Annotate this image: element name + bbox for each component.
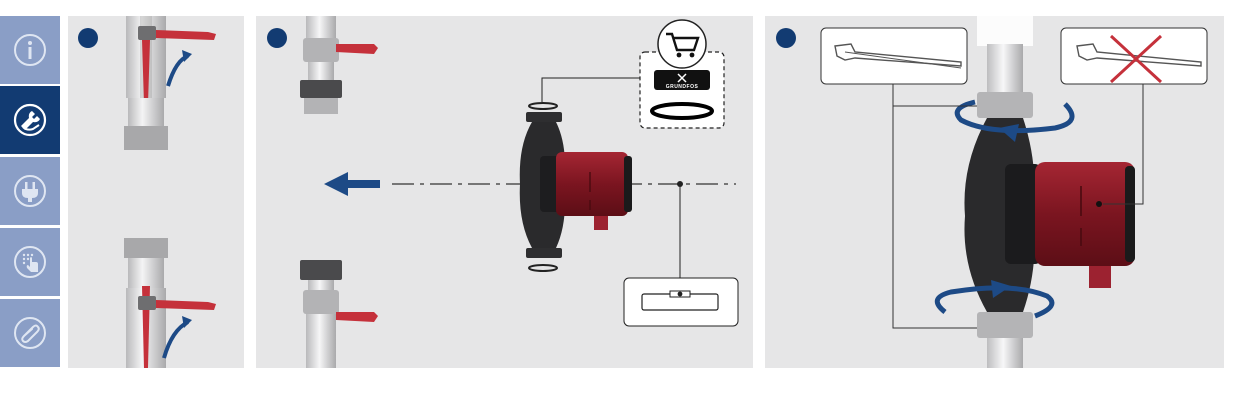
lower-union <box>977 312 1033 338</box>
touch-icon <box>9 241 51 283</box>
gasket-top <box>529 103 557 109</box>
cart-badge <box>658 20 706 68</box>
nut-top <box>124 126 168 150</box>
upper-pipe <box>987 44 1023 94</box>
pump-terminal-box <box>1089 266 1111 288</box>
plug-icon <box>9 170 51 212</box>
upper-valve-body <box>303 38 339 62</box>
info-icon <box>9 29 51 71</box>
sidebar-item-documents[interactable] <box>0 299 60 367</box>
nut-bottom <box>124 238 168 258</box>
sidebar-item-installation[interactable] <box>0 86 60 154</box>
lower-pipe <box>987 336 1023 368</box>
pump-terminal-box <box>594 216 608 230</box>
panel-tighten-unions <box>765 16 1224 368</box>
lower-valve-body <box>303 290 339 314</box>
upper-union <box>977 92 1033 118</box>
upper-valve-handle <box>336 44 378 54</box>
sidebar-item-operation[interactable] <box>0 228 60 296</box>
valve-close-illustration <box>68 16 244 368</box>
spirit-level-box <box>624 278 738 326</box>
circulator-pump <box>520 112 632 258</box>
panel-insert-pump: GRUNDFOS <box>256 16 753 368</box>
sidebar-item-electrical[interactable] <box>0 157 60 225</box>
paperclip-icon <box>9 312 51 354</box>
pump-installation-illustration: GRUNDFOS <box>256 16 753 368</box>
pipe-wrench-tightening-illustration <box>765 16 1224 368</box>
brand-label: GRUNDFOS <box>666 84 699 90</box>
gasket-bottom <box>529 265 557 271</box>
upper-union-nut <box>300 80 342 98</box>
sidebar-nav <box>0 16 60 368</box>
lower-valve-handle <box>336 312 378 322</box>
panel-close-valves <box>68 16 244 368</box>
lower-union-nut <box>300 260 342 280</box>
circulator-pump <box>964 118 1135 312</box>
wrench-hand-icon <box>9 99 51 141</box>
sidebar-item-info[interactable] <box>0 16 60 84</box>
